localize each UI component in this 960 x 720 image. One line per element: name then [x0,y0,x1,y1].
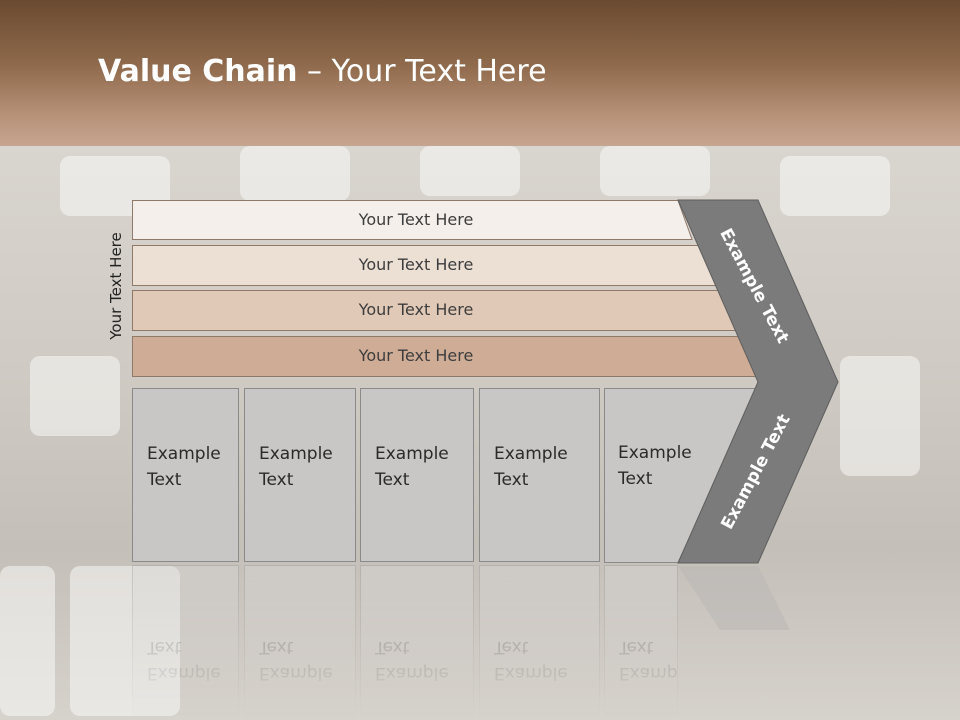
box-line-2: Text [494,470,529,490]
title-bold: Value Chain [98,54,298,89]
side-label: Your Text Here [107,232,125,340]
bottle-shape [240,146,350,201]
box-line-2: Text [618,469,653,489]
row-label: Your Text Here [358,255,474,274]
value-row-4: Your Text Here [132,336,772,377]
box-line-2: Text [375,470,410,490]
row-label: Your Text Here [358,210,474,229]
value-row-2: Your Text Here [132,245,732,286]
bottle-shape [840,356,920,476]
header-bar: Value Chain – Your Text Here [0,0,960,146]
box-line-1: Example [147,444,221,464]
row-label: Your Text Here [358,300,474,319]
bottle-shape [780,156,890,216]
value-row-3: Your Text Here [132,290,752,331]
title-rest: – Your Text Here [297,54,547,89]
box-line-1: Example [259,444,333,464]
box-line-1: Example [494,444,568,464]
row-label: Your Text Here [358,346,474,365]
bottle-shape [600,146,710,196]
bottle-shape [0,566,55,716]
box-line-1: Example [375,444,449,464]
slide-title: Value Chain – Your Text Here [98,54,547,89]
bottle-shape [420,146,520,196]
box-line-2: Text [259,470,294,490]
box-line-1: Example [618,443,692,463]
bottle-shape [30,356,120,436]
value-row-1: Your Text Here [132,200,702,240]
box-line-2: Text [147,470,182,490]
